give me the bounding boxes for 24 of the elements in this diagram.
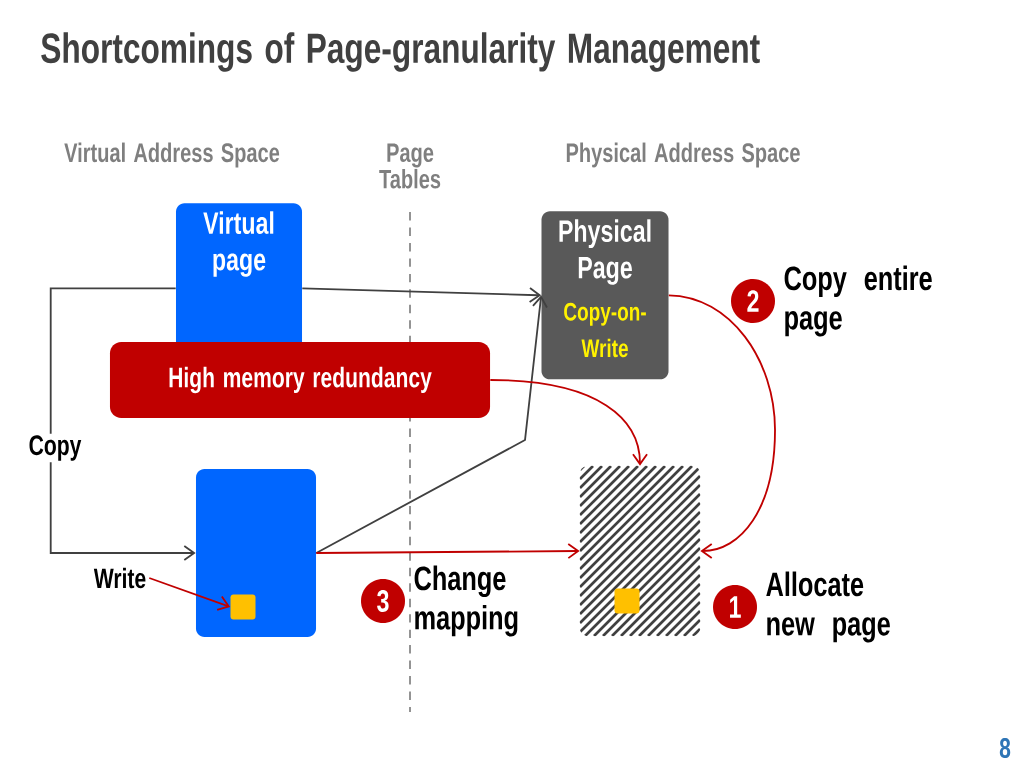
column-heading: Page Tables [379,143,441,189]
arrow [315,295,548,554]
arrow [301,287,542,303]
arrow [489,379,648,466]
step-description: Change mapping [414,565,518,637]
edge-label: Copy [27,433,83,463]
physical-page-box: Physical Page Copy-on-Write [541,211,669,380]
hatched-page-box [579,465,701,637]
arrow [148,577,231,611]
step-description: Allocate new page [766,571,890,643]
column-heading: Physical Address Space [566,142,800,168]
step-description: Copy entire page [784,265,932,337]
arrow [49,287,196,561]
column-heading: Virtual Address Space [64,142,280,168]
write-label: Write [93,567,146,589]
page-box [196,469,316,638]
step-number: 1 [713,585,757,629]
arrow [667,294,776,559]
title: Shortcomings of Page-granularity Management [41,32,760,72]
arrow [315,543,580,560]
redundancy-banner: High memory redundancy [109,342,491,418]
step-number: 2 [731,279,775,323]
page-number: 8 [999,738,1011,758]
step-number: 3 [361,579,405,623]
